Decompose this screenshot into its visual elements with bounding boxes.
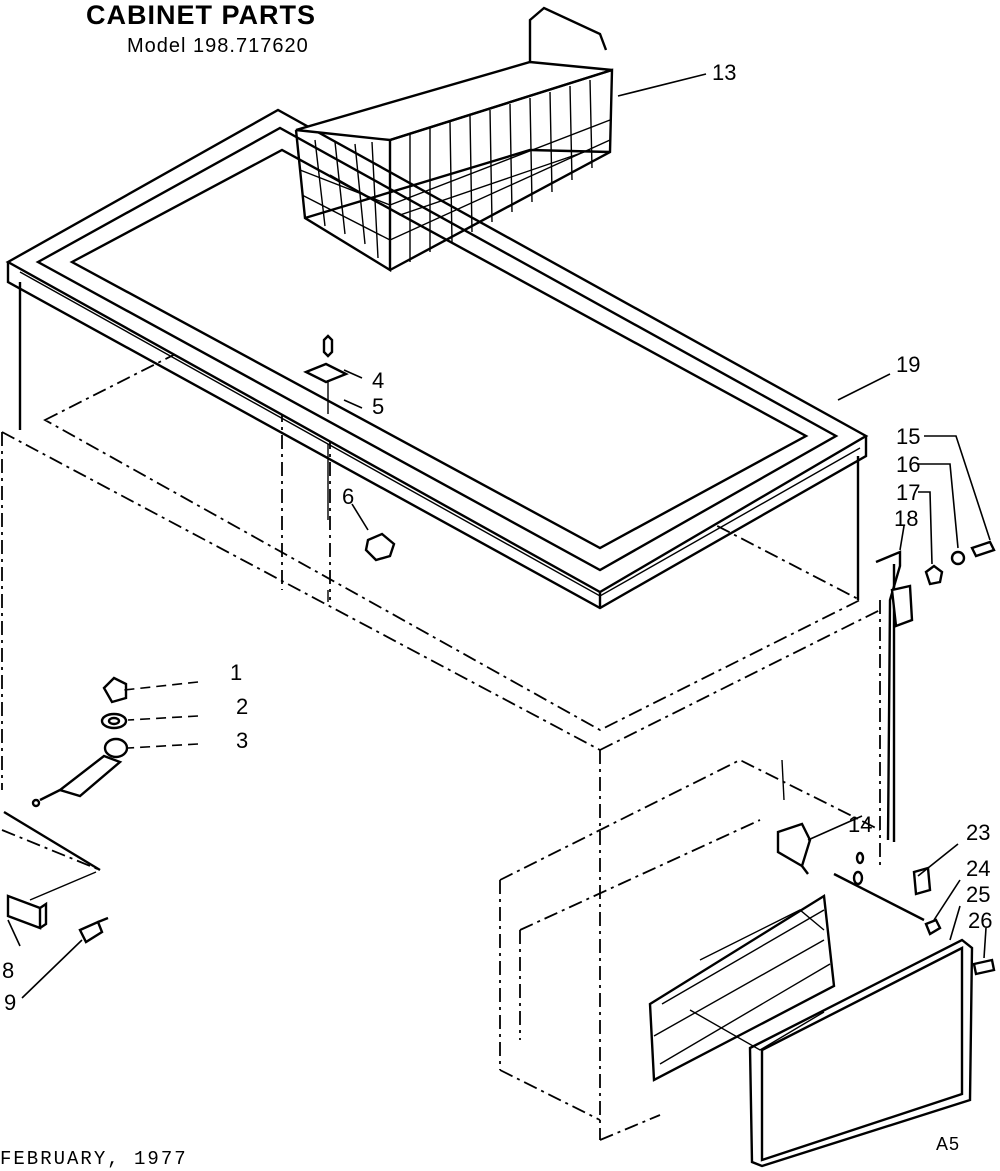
callout-24: 24 xyxy=(966,856,990,881)
callout-26: 26 xyxy=(968,908,992,933)
callout-14: 14 xyxy=(848,812,872,837)
callout-5: 5 xyxy=(372,394,384,419)
callout-6: 6 xyxy=(342,484,354,509)
wire-basket-part-13 xyxy=(294,6,614,273)
callout-18: 18 xyxy=(894,506,918,531)
front-grille-panel xyxy=(648,866,996,1168)
publication-date: FEBRUARY, 1977 xyxy=(0,1148,188,1170)
callout-leaders xyxy=(7,73,991,999)
callout-23: 23 xyxy=(966,820,990,845)
lid-frame-part-19 xyxy=(5,108,869,610)
callout-4: 4 xyxy=(372,368,384,393)
right-hinge-rod-parts xyxy=(875,540,996,842)
lid-fastener-parts xyxy=(303,334,396,602)
callout-13: 13 xyxy=(712,60,736,85)
callout-25: 25 xyxy=(966,882,990,907)
cabinet-outline xyxy=(1,298,881,1141)
model-number: Model 198.717620 xyxy=(127,35,309,57)
callout-16: 16 xyxy=(896,452,920,477)
diagram-title: CABINET PARTS xyxy=(86,0,317,30)
callout-17: 17 xyxy=(896,480,920,505)
callout-1: 1 xyxy=(230,660,242,685)
callout-numbers: 13 19 4 5 6 1 2 3 8 9 14 15 16 17 18 23 … xyxy=(2,60,992,1015)
hinge-bracket-part-14 xyxy=(776,759,865,886)
page-code: A5 xyxy=(936,1134,961,1154)
callout-2: 2 xyxy=(236,694,248,719)
left-lower-parts xyxy=(6,871,109,944)
callout-9: 9 xyxy=(4,990,16,1015)
callout-3: 3 xyxy=(236,728,248,753)
callout-19: 19 xyxy=(896,352,920,377)
left-hinge-parts xyxy=(3,676,129,872)
callout-15: 15 xyxy=(896,424,920,449)
callout-8: 8 xyxy=(2,958,14,983)
